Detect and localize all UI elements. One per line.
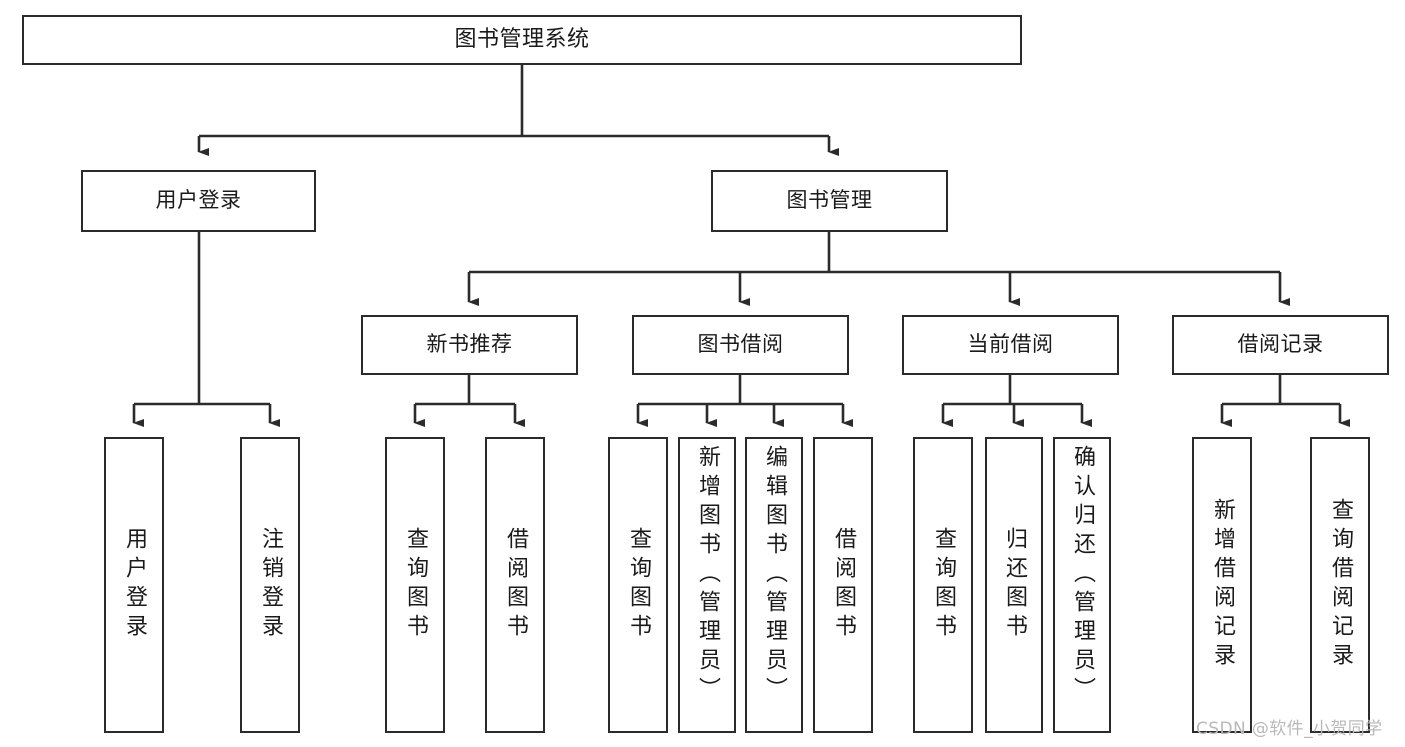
node-label-book-borrow: 图书借阅 <box>697 332 784 357</box>
node-root-system[interactable]: 图书管理系统 <box>22 15 1022 65</box>
node-label-leaf-edit-book-admin: 编辑图书（管理员） <box>762 445 787 706</box>
node-label-leaf-query-book-current: 查询图书 <box>931 527 956 643</box>
node-book-management[interactable]: 图书管理 <box>711 170 948 232</box>
node-leaf-logout-login[interactable]: 注销登录 <box>240 437 300 733</box>
node-leaf-borrow-book[interactable]: 借阅图书 <box>813 437 873 733</box>
node-leaf-borrow-book-recommend[interactable]: 借阅图书 <box>485 437 545 733</box>
node-leaf-user-login[interactable]: 用户登录 <box>104 437 164 733</box>
node-label-current-borrow: 当前借阅 <box>967 332 1054 357</box>
watermark-text: CSDN @软件_小贺同学 <box>1196 719 1383 739</box>
node-label-leaf-logout-login: 注销登录 <box>258 527 283 643</box>
node-leaf-query-book-borrow[interactable]: 查询图书 <box>608 437 668 733</box>
node-label-leaf-borrow-book: 借阅图书 <box>831 527 856 643</box>
node-leaf-add-book-admin[interactable]: 新增图书（管理员） <box>678 437 736 733</box>
node-leaf-query-book-current[interactable]: 查询图书 <box>913 437 973 733</box>
node-label-book-management: 图书管理 <box>786 188 873 213</box>
node-label-root: 图书管理系统 <box>454 26 590 52</box>
node-new-book-recommend[interactable]: 新书推荐 <box>361 315 578 375</box>
node-leaf-confirm-return-admin[interactable]: 确认归还（管理员） <box>1053 437 1111 733</box>
node-label-leaf-user-login: 用户登录 <box>122 527 147 643</box>
node-leaf-return-book[interactable]: 归还图书 <box>985 437 1043 733</box>
node-borrow-record[interactable]: 借阅记录 <box>1172 315 1389 375</box>
node-leaf-query-book-recommend[interactable]: 查询图书 <box>385 437 445 733</box>
node-label-new-book-recommend: 新书推荐 <box>426 332 513 357</box>
node-user-login[interactable]: 用户登录 <box>81 170 316 232</box>
node-label-leaf-borrow-book-recommend: 借阅图书 <box>503 527 528 643</box>
node-leaf-edit-book-admin[interactable]: 编辑图书（管理员） <box>745 437 803 733</box>
node-book-borrow[interactable]: 图书借阅 <box>632 315 849 375</box>
node-leaf-add-borrow-record[interactable]: 新增借阅记录 <box>1192 437 1252 733</box>
node-label-leaf-add-borrow-record: 新增借阅记录 <box>1210 498 1235 672</box>
node-label-borrow-record: 借阅记录 <box>1237 332 1324 357</box>
node-label-leaf-query-book-recommend: 查询图书 <box>403 527 428 643</box>
node-leaf-query-borrow-record[interactable]: 查询借阅记录 <box>1310 437 1370 733</box>
node-label-leaf-confirm-return-admin: 确认归还（管理员） <box>1070 445 1095 706</box>
node-label-user-login: 用户登录 <box>155 188 242 213</box>
node-current-borrow[interactable]: 当前借阅 <box>902 315 1119 375</box>
node-label-leaf-query-borrow-record: 查询借阅记录 <box>1328 498 1353 672</box>
node-label-leaf-query-book-borrow: 查询图书 <box>626 527 651 643</box>
node-label-leaf-add-book-admin: 新增图书（管理员） <box>695 445 720 706</box>
node-label-leaf-return-book: 归还图书 <box>1002 527 1027 643</box>
